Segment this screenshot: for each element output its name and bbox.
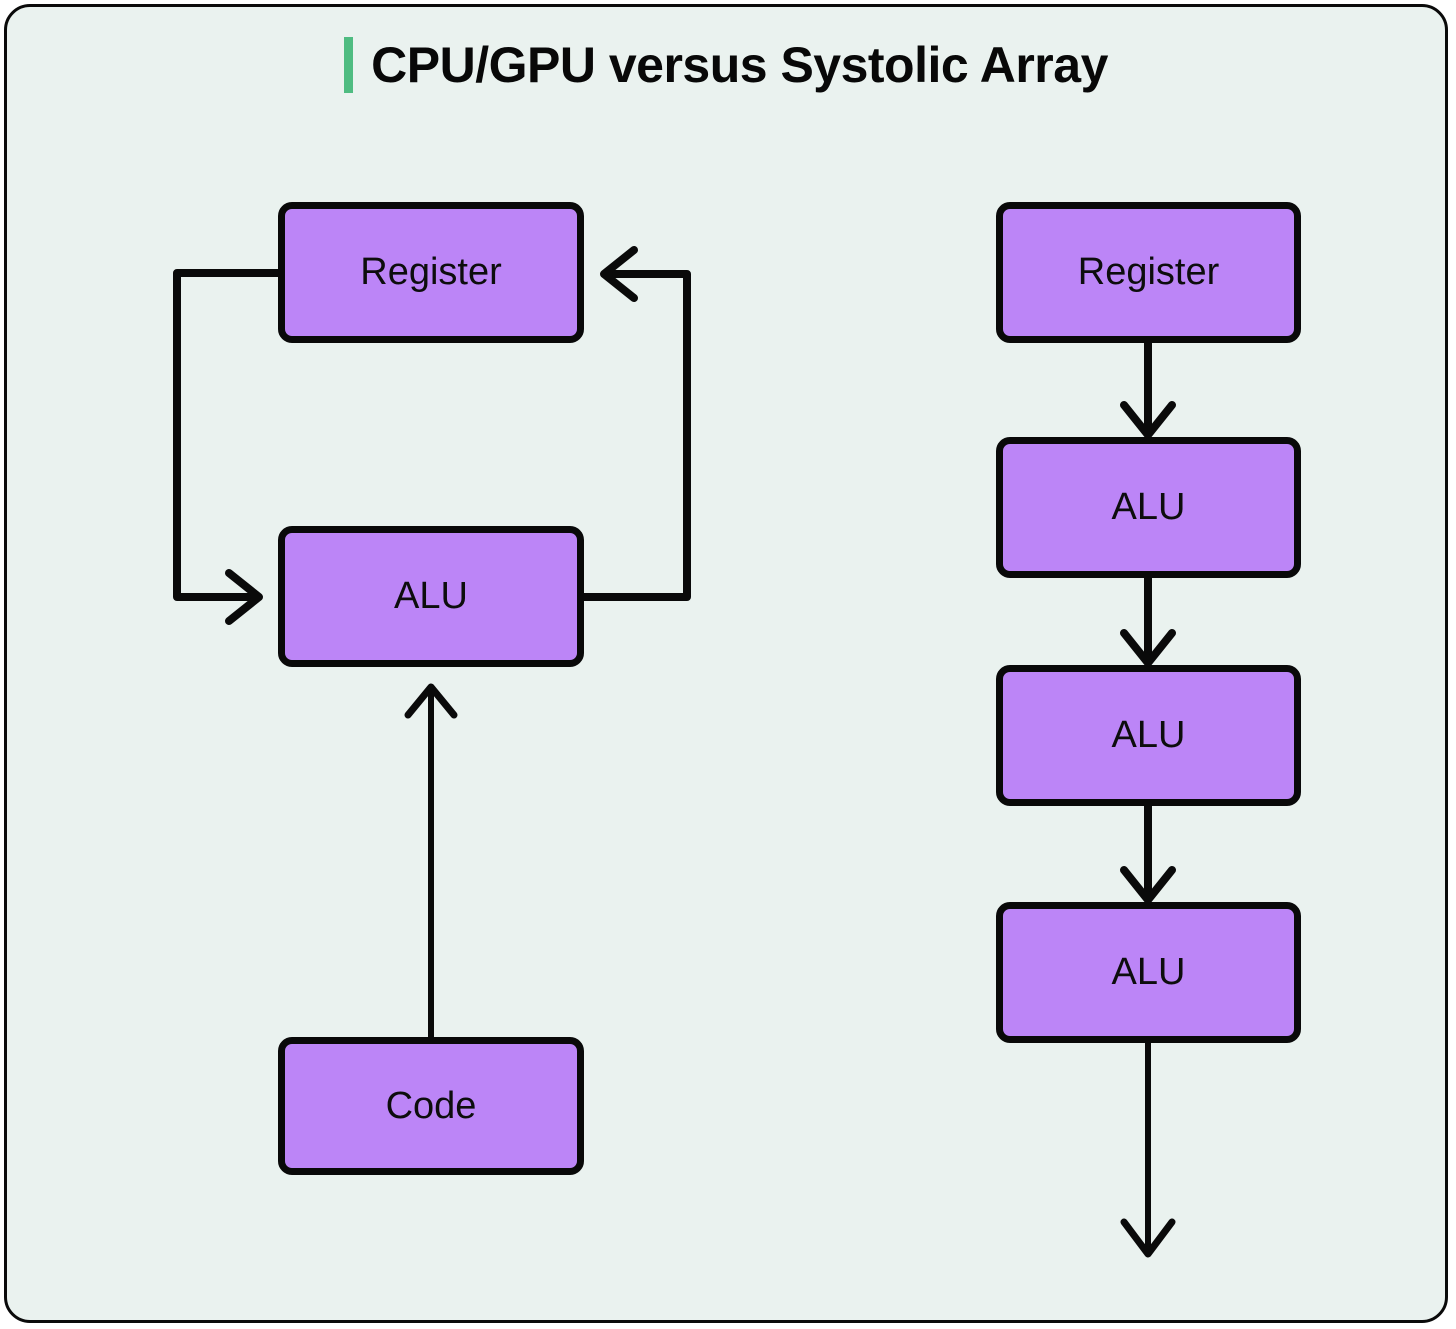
- node-left-alu[interactable]: ALU: [278, 526, 584, 667]
- arrowhead-alu3-to-output: [1120, 1218, 1176, 1258]
- node-right-register-label: Register: [1077, 251, 1220, 293]
- node-right-alu-1-label: ALU: [1111, 486, 1186, 528]
- arrowhead-register-to-alu-loop: [225, 569, 263, 625]
- edge-layer: [173, 246, 1176, 1258]
- diagram-canvas: Register ALU Code Register ALU ALU ALU: [7, 7, 1445, 1320]
- figure-title: CPU/GPU versus Systolic Array: [7, 37, 1445, 93]
- diagram-frame: CPU/GPU versus Systolic Array: [4, 4, 1448, 1323]
- arrowhead-alu1-to-alu2: [1120, 629, 1176, 667]
- node-left-register-label: Register: [360, 251, 502, 293]
- node-right-alu-3[interactable]: ALU: [996, 902, 1301, 1043]
- arrowhead-code-to-alu: [404, 683, 458, 719]
- node-right-alu-1[interactable]: ALU: [996, 437, 1301, 578]
- node-right-alu-3-label: ALU: [1111, 951, 1186, 993]
- page-title: CPU/GPU versus Systolic Array: [371, 37, 1108, 93]
- node-left-code-label: Code: [385, 1084, 477, 1127]
- edge-register-to-alu-loop: [173, 269, 282, 601]
- node-right-alu-2[interactable]: ALU: [996, 665, 1301, 806]
- node-left-code[interactable]: Code: [278, 1037, 584, 1175]
- node-left-alu-label: ALU: [394, 575, 468, 617]
- arrowhead-alu2-to-alu3: [1120, 866, 1176, 904]
- node-right-alu-2-label: ALU: [1111, 714, 1186, 756]
- node-right-register[interactable]: Register: [996, 202, 1301, 343]
- edge-alu-to-register-loop: [580, 270, 691, 601]
- arrowhead-alu-to-register-loop: [600, 246, 638, 302]
- title-accent-bar: [344, 37, 354, 93]
- arrowhead-register-to-alu1: [1120, 401, 1176, 439]
- node-left-register[interactable]: Register: [278, 202, 584, 343]
